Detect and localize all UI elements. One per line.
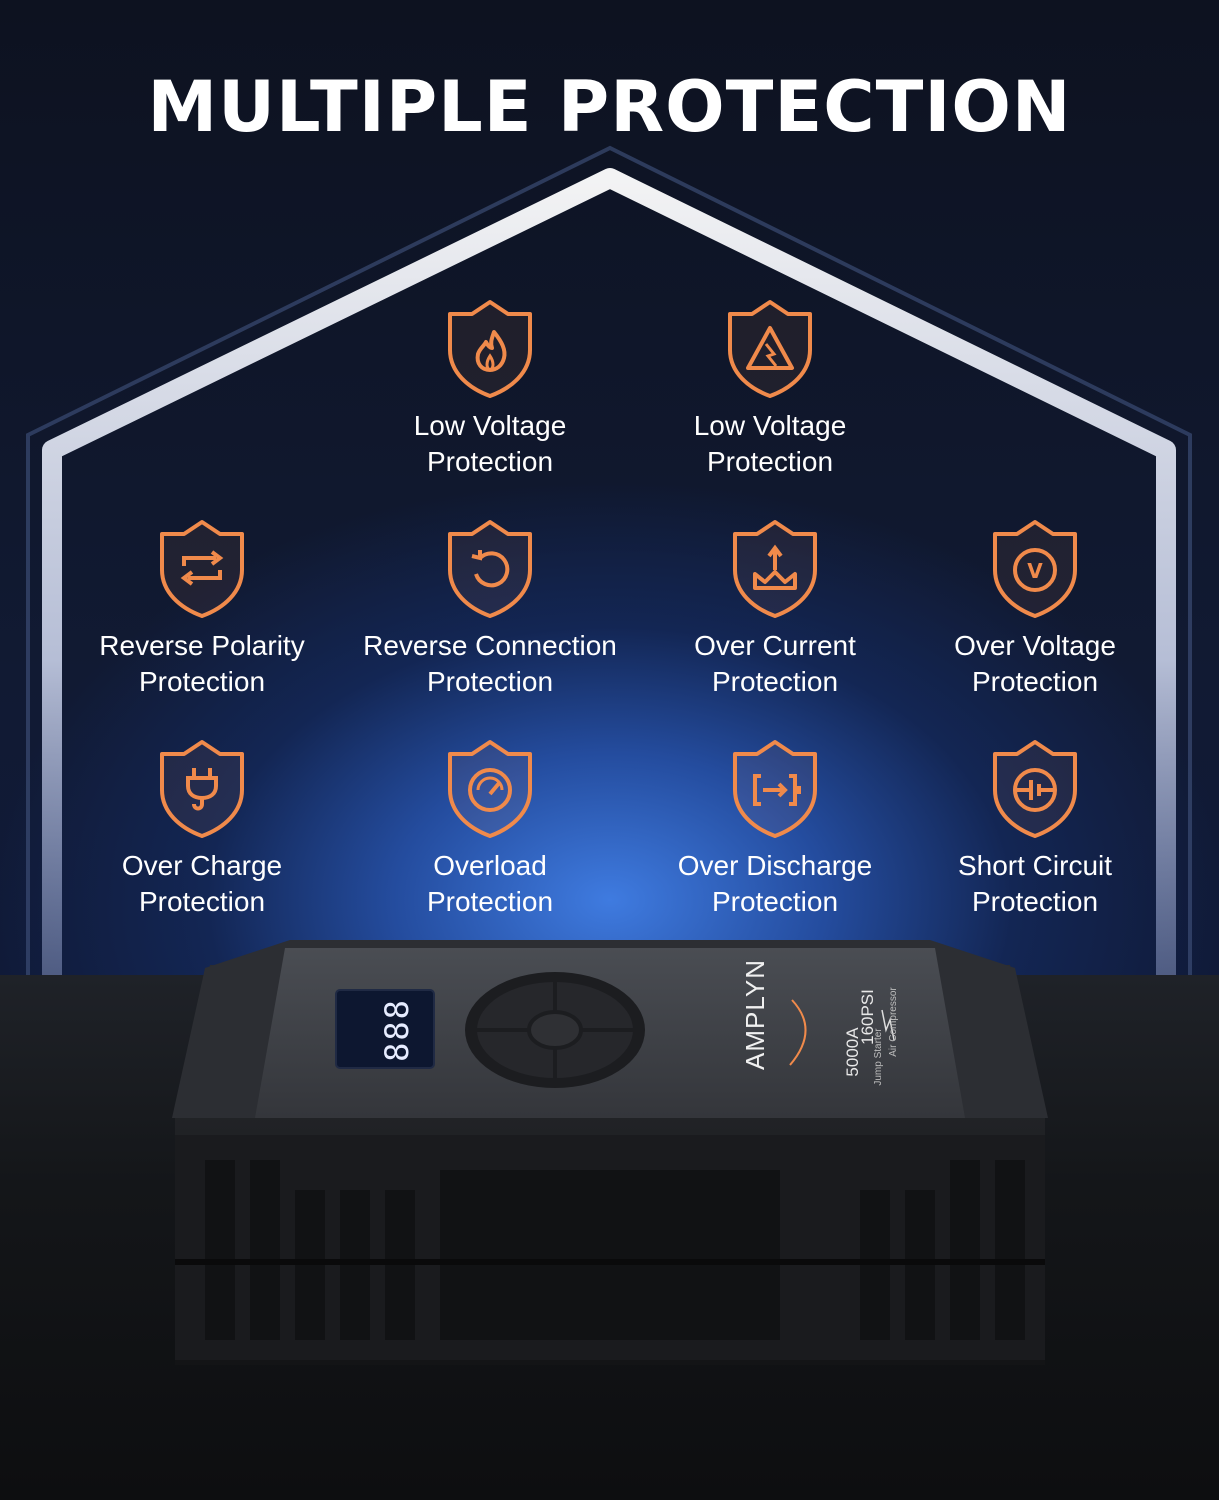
- feature-label-line2: Protection: [138, 886, 266, 917]
- feature-label-line2: Protection: [426, 446, 554, 477]
- brand-logo: AMPLYN: [740, 959, 770, 1070]
- svg-text:V: V: [1027, 559, 1043, 583]
- warning-triangle-icon: [728, 300, 812, 398]
- current-surge-icon: [733, 520, 817, 618]
- feature-label-line2: Protection: [711, 886, 839, 917]
- feature-label-line1: Over Current: [694, 630, 856, 661]
- page-title: MULTIPLE PROTECTION: [147, 66, 1072, 148]
- discharge-icon: [733, 740, 817, 838]
- feature-label-line1: Overload: [433, 850, 547, 881]
- feature-label-line2: Protection: [426, 666, 554, 697]
- feature-label-line2: Protection: [138, 666, 266, 697]
- hexagon-frame: [26, 145, 1192, 980]
- feature-label-line1: Reverse Connection: [363, 630, 617, 661]
- feature-label-line2: Protection: [711, 666, 839, 697]
- feature-label-line1: Reverse Polarity: [99, 630, 305, 661]
- feature-label-line2: Protection: [426, 886, 554, 917]
- feature-label-line1: Low Voltage: [413, 410, 567, 441]
- feature-label-line1: Short Circuit: [957, 850, 1113, 881]
- spec-amps: 5000A: [843, 1027, 862, 1077]
- feature-label-line1: Over Discharge: [677, 850, 873, 881]
- feature-label-line2: Protection: [706, 446, 834, 477]
- spec-psi-sub: Air Compressor: [888, 987, 899, 1057]
- voltage-v-icon: V: [993, 520, 1077, 618]
- lcd-display: 888: [378, 998, 416, 1062]
- gauge-icon: [448, 740, 532, 838]
- flame-icon: [448, 300, 532, 398]
- feature-label-line2: Protection: [971, 666, 1099, 697]
- feature-label-line1: Low Voltage: [693, 410, 847, 441]
- rotate-arrow-icon: [448, 520, 532, 618]
- feature-label-line1: Over Charge: [121, 850, 283, 881]
- reverse-arrows-icon: [160, 520, 244, 618]
- battery-cell-icon: [993, 740, 1077, 838]
- plug-icon: [160, 740, 244, 838]
- feature-label-line1: Over Voltage: [954, 630, 1116, 661]
- spec-amps-sub: Jump Starter: [873, 1028, 884, 1086]
- feature-label-line2: Protection: [971, 886, 1099, 917]
